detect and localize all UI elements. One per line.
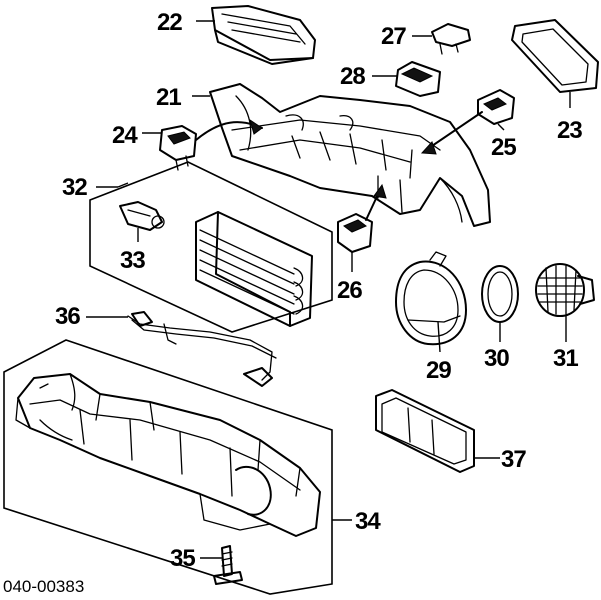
leader-32-tail <box>117 182 129 188</box>
callout-21: 21 <box>156 84 181 111</box>
callout-36: 36 <box>55 303 80 330</box>
part-33-valve <box>119 201 165 231</box>
group-box-34 <box>3 339 333 595</box>
callout-28: 28 <box>340 63 365 90</box>
part-36-harness <box>127 311 277 387</box>
part-evaporator-core <box>195 211 313 327</box>
callout-24: 24 <box>112 122 138 149</box>
part-37-gasket <box>375 389 475 473</box>
callout-26: 26 <box>337 277 362 304</box>
callout-37: 37 <box>501 446 526 473</box>
part-24-actuator <box>159 125 197 171</box>
part-26-actuator <box>337 213 373 253</box>
part-31-blower-motor <box>535 263 595 317</box>
callout-25: 25 <box>491 134 516 161</box>
arrow-25 <box>425 111 483 151</box>
part-29-blower-housing <box>395 251 467 346</box>
callout-34: 34 <box>355 508 381 535</box>
group-box-32 <box>89 161 333 333</box>
arrowhead-25 <box>420 141 437 155</box>
callout-33: 33 <box>120 247 145 274</box>
part-22-cover <box>211 5 316 65</box>
callout-31: 31 <box>553 345 578 372</box>
callout-22: 22 <box>157 9 182 36</box>
part-23-filter-frame <box>511 19 599 93</box>
callout-30: 30 <box>484 345 509 372</box>
part-21-upper-housing <box>209 83 491 227</box>
arrowhead-24 <box>249 118 263 135</box>
leader-25 <box>497 123 505 131</box>
part-35-bolt <box>213 545 243 585</box>
callout-27: 27 <box>381 23 406 50</box>
part-27-clip <box>431 23 471 55</box>
arrowhead-26 <box>373 183 387 199</box>
reference-code: 040-00383 <box>3 577 84 596</box>
part-25-actuator <box>477 89 515 125</box>
callout-32: 32 <box>62 174 87 201</box>
callout-23: 23 <box>557 117 582 144</box>
callout-29: 29 <box>426 357 451 384</box>
part-30-ring <box>481 265 519 323</box>
leader-29 <box>437 321 441 353</box>
callout-35: 35 <box>170 545 195 572</box>
part-34-lower-case <box>15 373 321 537</box>
part-28-block <box>395 61 441 97</box>
